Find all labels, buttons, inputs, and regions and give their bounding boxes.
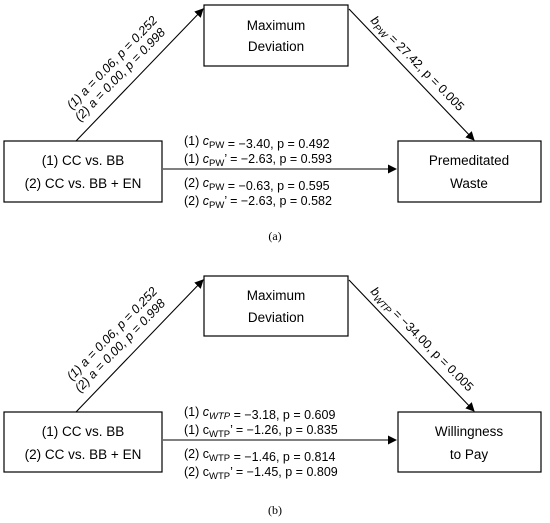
- c-path-label-2: (1) cPW’ = −2.63, p = 0.593: [184, 152, 332, 169]
- c-path-label-1: (1) cPW = −3.40, p = 0.492: [184, 134, 330, 151]
- a-path-arrow: [75, 8, 204, 142]
- outcome-box: Premeditated Waste: [397, 140, 542, 203]
- c-path-label-2: (1) cWTP’ = −1.26, p = 0.835: [184, 423, 338, 440]
- predictor-label-line2: (2) CC vs. BB + EN: [25, 447, 142, 462]
- a-path-label-2: (2) a = 0.00, p = 0.998: [72, 25, 168, 124]
- outcome-label-line2: Waste: [450, 176, 488, 191]
- outcome-box: Willingness to Pay: [397, 411, 542, 473]
- a-path-arrow: [75, 279, 204, 413]
- predictor-label-line1: (1) CC vs. BB: [42, 424, 125, 439]
- outcome-label-line1: Premeditated: [429, 153, 509, 168]
- a-path-label-2: (2) a = 0.00, p = 0.998: [72, 296, 168, 395]
- b-path-arrow: [348, 8, 475, 141]
- c-path-label-4: (2) cWTP’ = −1.45, p = 0.809: [184, 465, 338, 482]
- predictor-box: (1) CC vs. BB (2) CC vs. BB + EN: [3, 411, 163, 473]
- mediator-box: Maximum Deviation: [203, 275, 349, 337]
- mediator-box: Maximum Deviation: [203, 4, 349, 67]
- mediator-label-line1: Maximum: [247, 18, 306, 33]
- outcome-label-line1: Willingness: [435, 424, 504, 439]
- panel-b: Maximum Deviation (1) CC vs. BB (2) CC v…: [3, 275, 542, 517]
- mediator-label-line2: Deviation: [248, 310, 304, 325]
- b-path-label: bPW = 27.42, p = 0.005: [366, 13, 467, 116]
- caption-a: (a): [268, 229, 281, 243]
- a-path-label-1: (1) a = 0.06, p = 0.252: [64, 284, 160, 383]
- caption-b: (b): [268, 503, 282, 517]
- b-path-arrow: [348, 279, 475, 412]
- c-path-label-3: (2) cPW = −0.63, p = 0.595: [184, 176, 330, 193]
- c-path-label-3: (2) cWTP = −1.46, p = 0.814: [184, 447, 335, 464]
- panel-a: Maximum Deviation (1) CC vs. BB (2) CC v…: [3, 4, 542, 243]
- predictor-box: (1) CC vs. BB (2) CC vs. BB + EN: [3, 140, 163, 203]
- mediator-label-line1: Maximum: [247, 288, 306, 303]
- c-path-label-4: (2) cPW’ = −2.63, p = 0.582: [184, 194, 332, 211]
- mediator-label-line2: Deviation: [248, 39, 304, 54]
- predictor-label-line1: (1) CC vs. BB: [42, 153, 125, 168]
- b-path-label: bWTP = −34.00, p = 0.005: [366, 284, 477, 396]
- a-path-label-1: (1) a = 0.06, p = 0.252: [64, 13, 160, 112]
- predictor-label-line2: (2) CC vs. BB + EN: [25, 176, 142, 191]
- outcome-label-line2: to Pay: [450, 447, 489, 462]
- c-path-label-1: (1) cWTP = −3.18, p = 0.609: [184, 405, 335, 422]
